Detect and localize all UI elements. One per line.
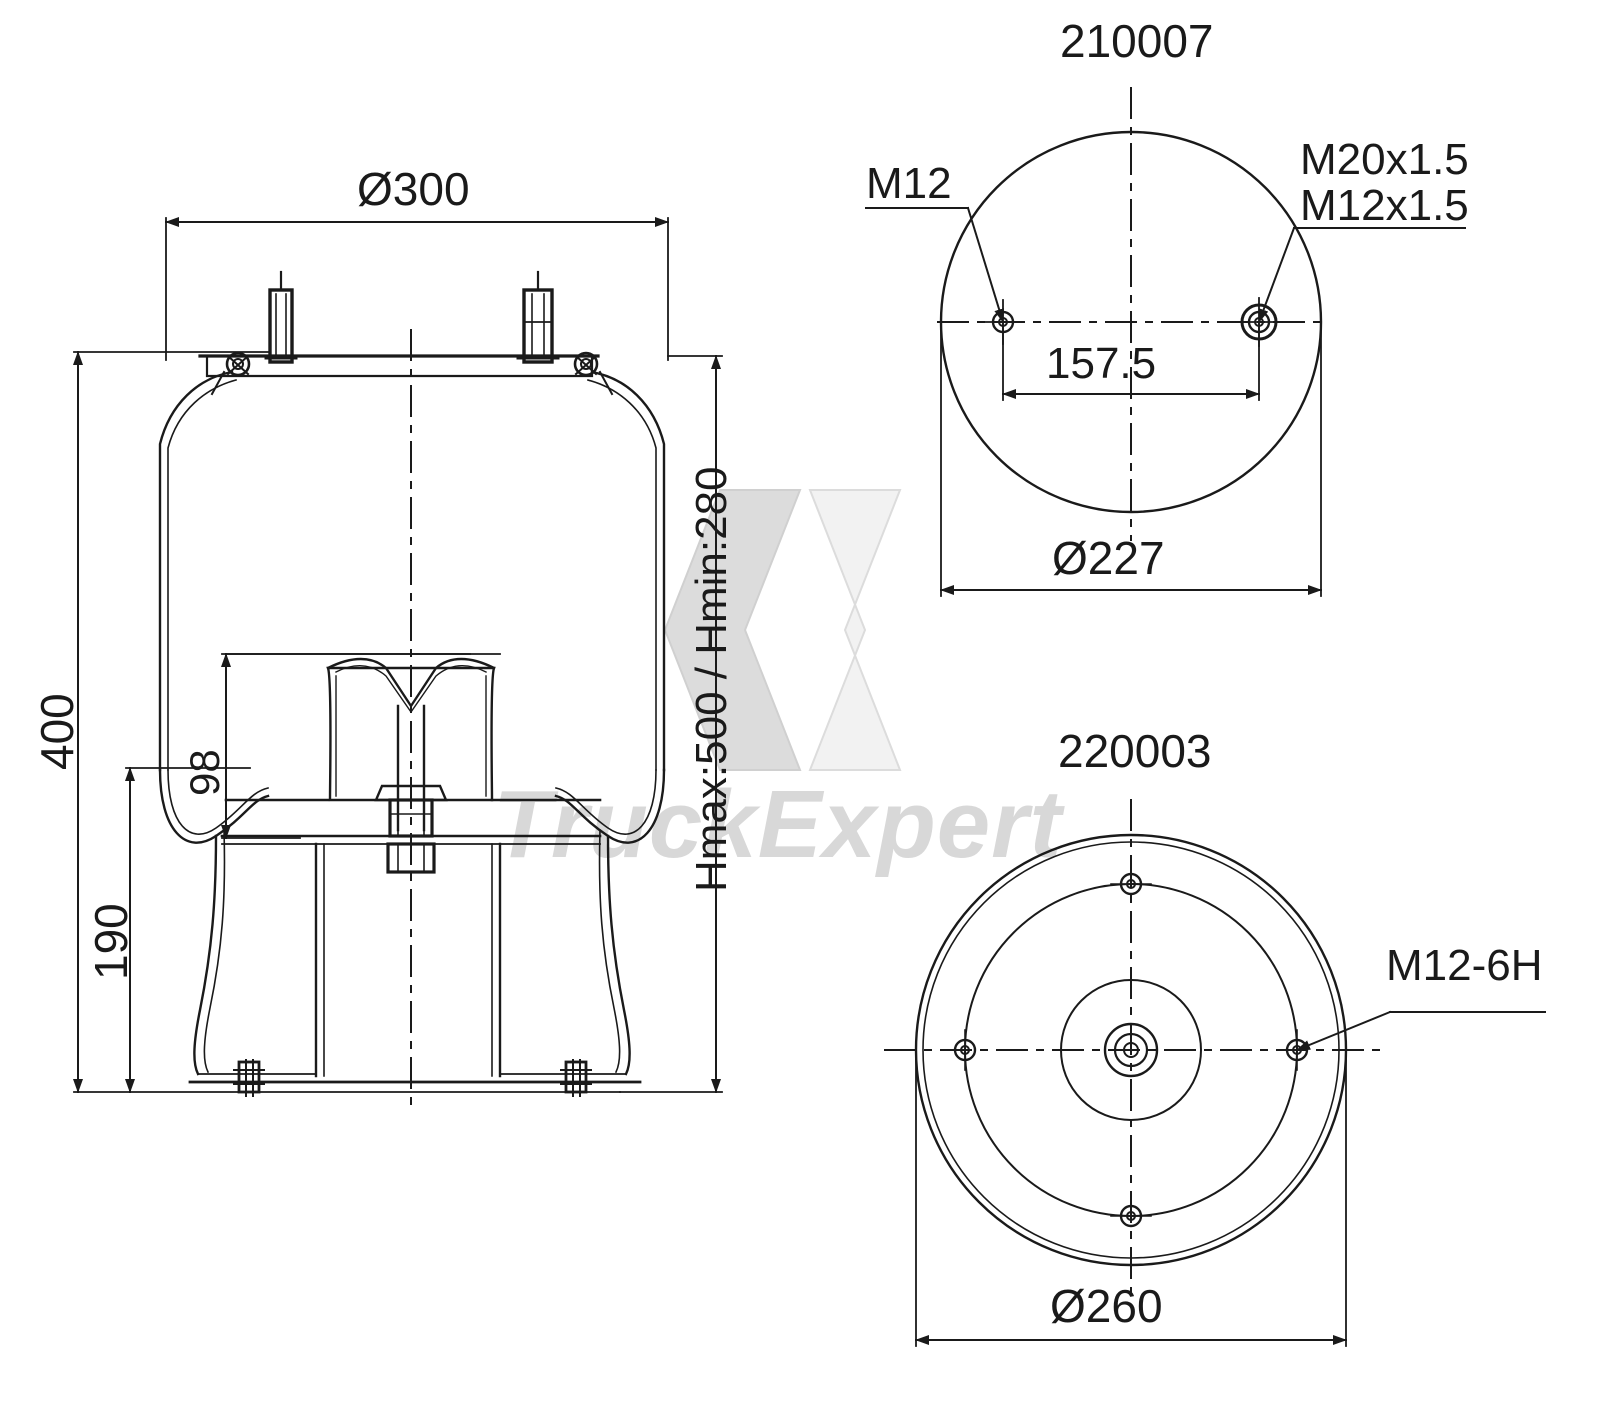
top-plate-view	[865, 87, 1466, 597]
piston-bumper	[225, 653, 501, 832]
bolt-hole-top	[1110, 872, 1152, 896]
dim-stroke-hmax-hmin	[619, 355, 723, 1093]
bolt-hole-left	[953, 1029, 977, 1071]
dim-bolt-spacing-157-5	[1002, 321, 1260, 401]
callout-label-m12-6h: M12-6H	[1386, 941, 1543, 990]
top-cover-plate	[198, 351, 614, 396]
part-number-top-plate: 210007	[1060, 15, 1214, 67]
part-number-piston-base: 220003	[1058, 725, 1212, 777]
dim-diameter-227	[940, 321, 1322, 597]
bottom-clamp-left	[233, 1059, 265, 1097]
dim-height-400	[73, 351, 621, 1093]
dim-label-offset-98: 98	[181, 749, 228, 796]
leader-m12-6h	[1295, 1010, 1546, 1052]
leader-m12	[865, 206, 1005, 324]
dim-diameter-260	[915, 1049, 1347, 1347]
dim-label-bolt-spacing-157-5: 157.5	[1046, 339, 1157, 388]
rubber-bellows	[158, 370, 666, 1076]
piston-base-view	[884, 799, 1546, 1347]
callout-label-m20x1-5: M20x1.5	[1300, 135, 1469, 184]
dim-label-stroke-hmax-hmin: Hmax:500 / Hmin:280	[687, 466, 736, 892]
callout-label-m12x1-5: M12x1.5	[1300, 181, 1469, 230]
top-stud-right	[516, 270, 560, 364]
dim-label-height-190: 190	[85, 903, 137, 980]
dim-label-height-400: 400	[31, 693, 83, 770]
bolt-hole-bottom	[1110, 1204, 1152, 1228]
top-stud-left	[264, 270, 298, 364]
dim-label-diameter-260: Ø260	[1050, 1280, 1163, 1332]
piston-skirt	[188, 842, 642, 1084]
callout-label-m12: M12	[866, 159, 952, 208]
leader-m20-m12	[1257, 226, 1466, 324]
dim-label-diameter-300: Ø300	[357, 163, 470, 215]
dim-diameter-300	[165, 217, 669, 361]
dim-label-diameter-227: Ø227	[1052, 532, 1165, 584]
centre-nut-stack	[374, 784, 448, 874]
bottom-clamp-right	[560, 1059, 592, 1097]
main-section-view	[73, 217, 723, 1111]
